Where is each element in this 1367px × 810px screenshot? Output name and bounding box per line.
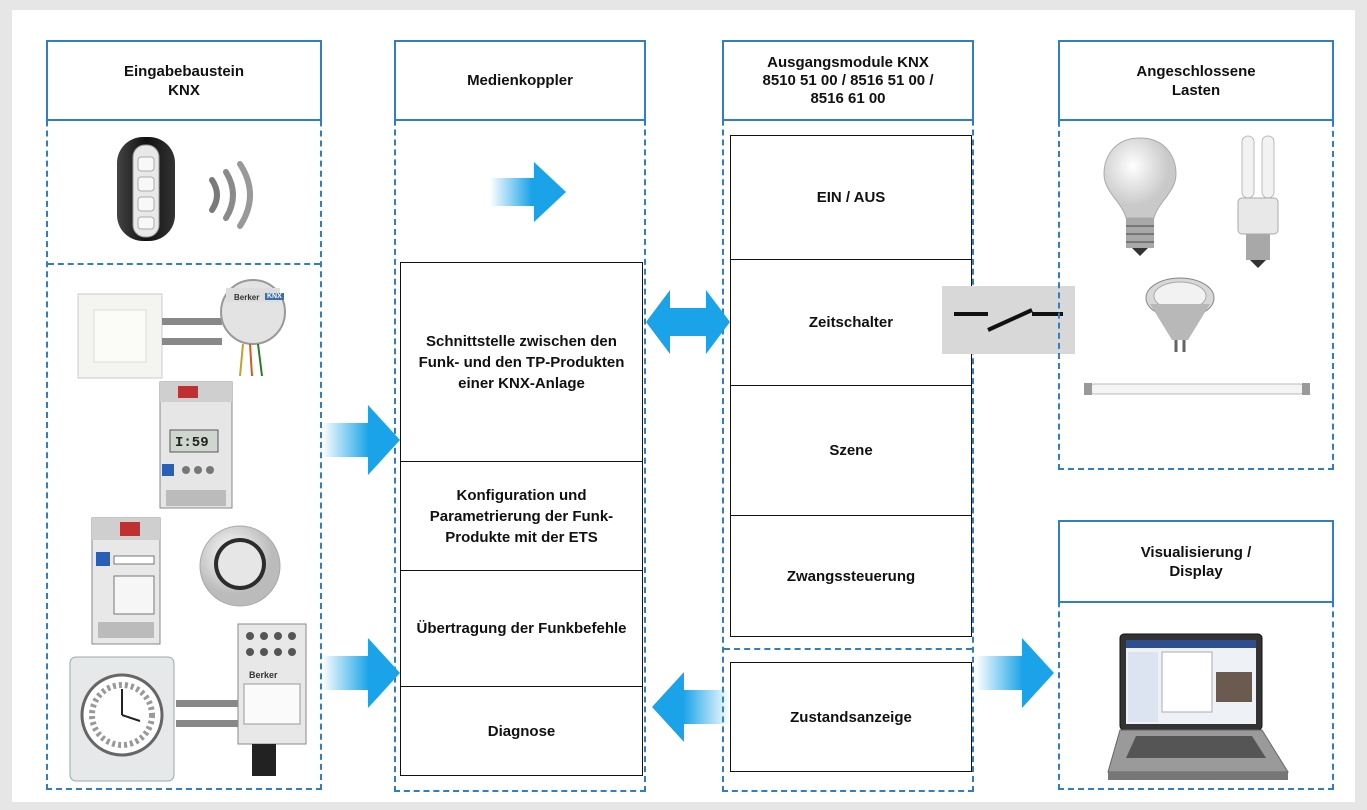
halogen-bulb-icon	[1145, 277, 1215, 352]
output-function-forced-control: Zwangssteuerung	[730, 515, 972, 637]
timer-module-icon	[159, 381, 233, 509]
output-column-title: Ausgangsmodule KNX 8510 51 00 / 8516 51 …	[722, 40, 974, 121]
connection-wire	[176, 700, 238, 707]
knx-badge: KNX	[265, 293, 284, 300]
output-column-divider	[724, 648, 972, 650]
connection-wire	[176, 720, 238, 727]
brand-label: Berker	[234, 293, 260, 302]
display-column-title: Visualisierung / Display	[1058, 520, 1334, 603]
arrow-coupler-output-bidirectional	[646, 290, 730, 354]
loads-column-title: Angeschlossene Lasten	[1058, 40, 1334, 121]
analog-timer-icon	[69, 656, 175, 782]
arrow-remote-to-coupler	[490, 162, 566, 222]
radio-waves-icon	[209, 161, 253, 229]
connection-wire	[162, 338, 222, 345]
coupler-function-configuration: Konfiguration und Parametrierung der Fun…	[400, 461, 643, 571]
coupler-function-diagnosis: Diagnose	[400, 686, 643, 776]
arrow-status-to-coupler	[652, 672, 730, 742]
connection-wire	[162, 318, 222, 325]
input-column-divider	[48, 263, 320, 265]
output-function-on-off: EIN / AUS	[730, 135, 972, 260]
laptop-icon	[1107, 633, 1289, 780]
incandescent-bulb-icon	[1103, 137, 1177, 256]
brand-label: Berker	[249, 670, 278, 680]
switch-icon	[77, 293, 163, 379]
relay-module-icon	[237, 623, 307, 776]
relay-contact-icon	[954, 308, 1063, 332]
coupler-function-transmission: Übertragung der Funkbefehle	[400, 570, 643, 687]
output-function-timer: Zeitschalter	[730, 259, 972, 386]
motion-detector-icon	[199, 525, 281, 607]
output-function-scene: Szene	[730, 385, 972, 516]
remote-control-icon	[117, 137, 175, 241]
arrow-inputs-to-coupler-bottom	[322, 638, 400, 708]
arrow-inputs-to-coupler-top	[322, 405, 400, 475]
cfl-bulb-icon	[1237, 135, 1279, 268]
sensor-module-icon	[91, 517, 161, 645]
coupler-column-title: Medienkoppler	[394, 40, 646, 121]
clock-display-text: I:59	[175, 435, 209, 451]
input-column-title: Eingabebaustein KNX	[46, 40, 322, 121]
status-display-cell: Zustandsanzeige	[730, 662, 972, 772]
arrow-status-to-display	[976, 638, 1054, 708]
coupler-function-interface: Schnittstelle zwischen den Funk- und den…	[400, 262, 643, 462]
fluorescent-tube-icon	[1084, 383, 1310, 395]
diagram-canvas: Eingabebaustein KNX Berker KNX	[12, 10, 1355, 802]
